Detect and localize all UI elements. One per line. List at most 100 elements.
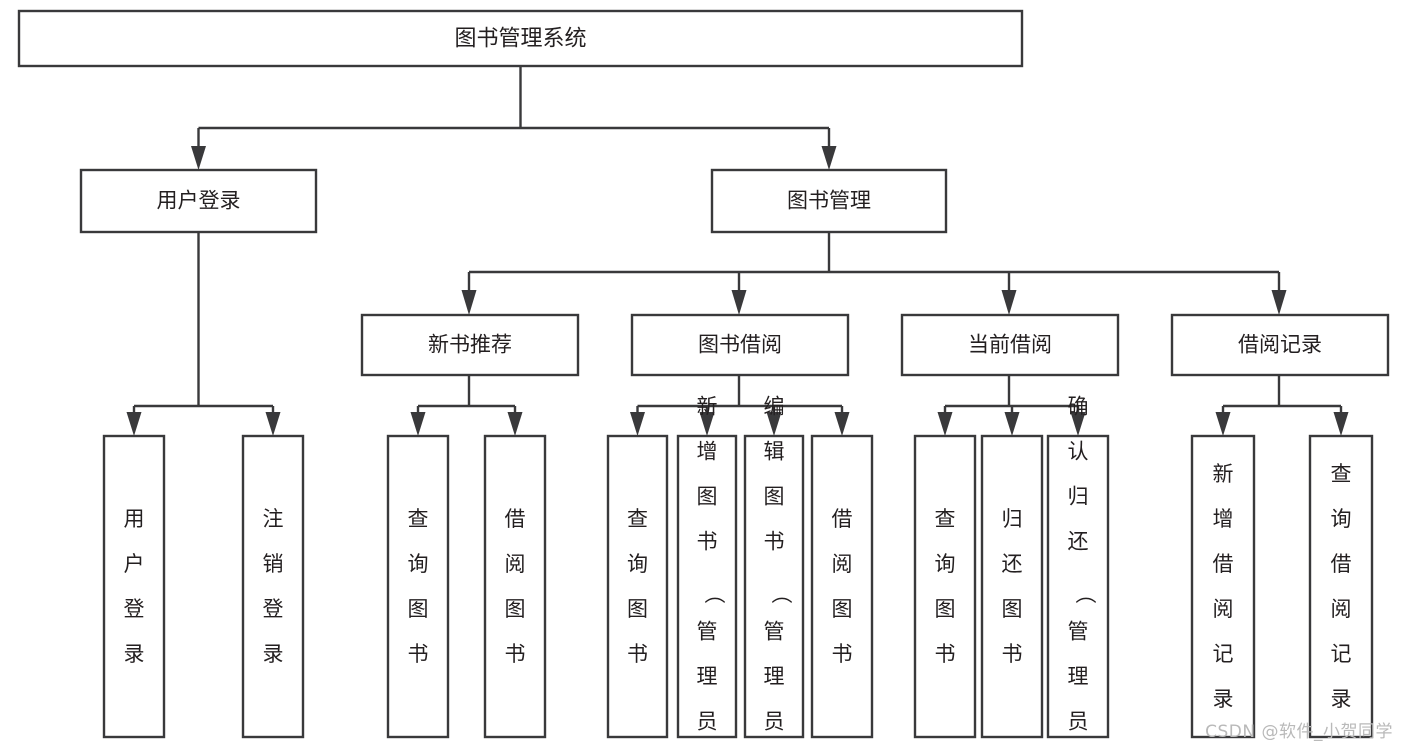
leaf-label-char: 销 [263,552,284,576]
arrow-borrow-to-leaf4 [834,412,850,436]
leaf-label-char: 图 [627,597,648,621]
leaf-box-query-book-current[interactable] [913,434,977,739]
node-user-login[interactable]: 用户登录 [79,168,318,234]
leaf-label-char: （ [1073,583,1097,604]
leaf-label-char: 新 [697,395,718,419]
leaf-box-logout[interactable] [241,434,305,739]
leaf-label-char: 图 [408,597,429,621]
leaf-label-char: 确 [1068,395,1089,419]
leaf-label-char: 增 [697,440,718,464]
arrow-borrow-to-leaf2 [699,412,715,436]
leaf-label-char: 新 [1213,462,1234,486]
leaf-label-char: 增 [1213,507,1234,531]
node-book-borrow[interactable]: 图书借阅 [630,313,850,377]
arrow-bookmgmt-to-current [1001,290,1017,315]
node-borrow-records-box[interactable] [1170,313,1390,377]
leaf-label-char: 辑 [764,440,785,464]
node-book-borrow-box[interactable] [630,313,850,377]
leaf-label-char: 借 [832,507,853,531]
leaf-box-confirm-return-admin[interactable] [1046,434,1110,739]
leaf-label-char: 书 [832,642,853,666]
arrow-current-to-leaf2 [1004,412,1020,436]
node-new-book-recommend-box[interactable] [360,313,580,377]
node-book-management[interactable]: 图书管理 [710,168,948,234]
leaf-box-query-book-borrow[interactable] [606,434,669,739]
leaf-label-char: （ [702,583,726,604]
node-new-book-recommend[interactable]: 新书推荐 [360,313,580,377]
leaf-label-char: 登 [124,597,145,621]
leaf-label-layer: 用户登录注销登录查询图书借阅图书查询图书新增图书（管理员）编辑图书（管理员）借阅… [124,395,1352,734]
leaf-label-char: 录 [1331,687,1352,711]
arrow-userlogin-to-leaf2 [265,412,281,436]
leaf-box-add-book-admin[interactable] [676,434,738,739]
node-root-box[interactable] [17,9,1024,68]
leaf-label-char: 阅 [1331,597,1352,621]
leaf-label-char: 记 [1213,642,1234,666]
leaf-label-char: 询 [935,552,956,576]
node-book-management-box[interactable] [710,168,948,234]
leaf-label-char: 图 [697,485,718,509]
arrow-records-to-leaf2 [1333,412,1349,436]
leaf-box-query-book-newbook[interactable] [386,434,450,739]
leaf-label-char: 理 [697,665,718,689]
node-borrow-records[interactable]: 借阅记录 [1170,313,1390,377]
leaf-box-edit-book-admin[interactable] [743,434,805,739]
node-user-login-box[interactable] [79,168,318,234]
connector-layer [126,66,1349,436]
node-root[interactable]: 图书管理系统 [17,9,1024,68]
leaf-box-borrow-book-newbook[interactable] [483,434,547,739]
leaf-box-user-login[interactable] [102,434,166,739]
arrow-bookmgmt-to-borrow [731,290,747,315]
leaf-label-char: 书 [627,642,648,666]
leaf-label-char: （ [769,583,793,604]
leaf-label-user-login: 用户登录 [124,507,145,666]
leaf-box-add-borrow-record[interactable] [1190,434,1256,739]
arrow-newbook-to-leaf1 [410,412,426,436]
leaf-label-char: 询 [1331,507,1352,531]
node-current-borrow[interactable]: 当前借阅 [900,313,1120,377]
arrow-records-to-leaf1 [1215,412,1231,436]
node-current-borrow-box[interactable] [900,313,1120,377]
leaf-label-char: 管 [1068,620,1089,644]
arrow-bookmgmt-to-newbook [461,290,477,315]
node-book-management-label: 图书管理 [787,189,871,213]
arrow-borrow-to-leaf1 [630,412,645,436]
arrow-userlogin-to-leaf1 [126,412,142,436]
node-current-borrow-label: 当前借阅 [968,333,1052,357]
leaf-label-char: 图 [764,485,785,509]
leaf-label-char: 书 [408,642,429,666]
leaf-label-char: 记 [1331,642,1352,666]
node-book-borrow-label: 图书借阅 [698,333,782,357]
leaf-label-char: 询 [627,552,648,576]
leaf-label-char: 查 [935,507,956,531]
leaf-label-char: 认 [1068,440,1089,464]
leaf-box-borrow-book[interactable] [810,434,874,739]
leaf-label-char: 归 [1002,507,1023,531]
leaf-box-query-borrow-record[interactable] [1308,434,1374,739]
leaf-label-char: 录 [1213,687,1234,711]
leaf-label-char: 查 [627,507,648,531]
leaf-label-char: 员 [1068,710,1089,734]
leaf-label-char: 编 [764,395,785,419]
leaf-label-char: 理 [764,665,785,689]
leaf-label-char: 录 [263,642,284,666]
leaf-label-char: 管 [764,620,785,644]
leaf-box-return-book[interactable] [980,434,1044,739]
leaf-label-char: 查 [1331,462,1352,486]
node-borrow-records-label: 借阅记录 [1238,333,1322,357]
arrow-current-to-leaf3 [1070,412,1086,436]
leaf-label-char: 图 [1002,597,1023,621]
leaf-label-char: 查 [408,507,429,531]
leaf-label-char: 登 [263,597,284,621]
leaf-label-char: 理 [1068,665,1089,689]
leaf-label-char: 注 [263,507,284,531]
node-root-label: 图书管理系统 [454,27,586,52]
